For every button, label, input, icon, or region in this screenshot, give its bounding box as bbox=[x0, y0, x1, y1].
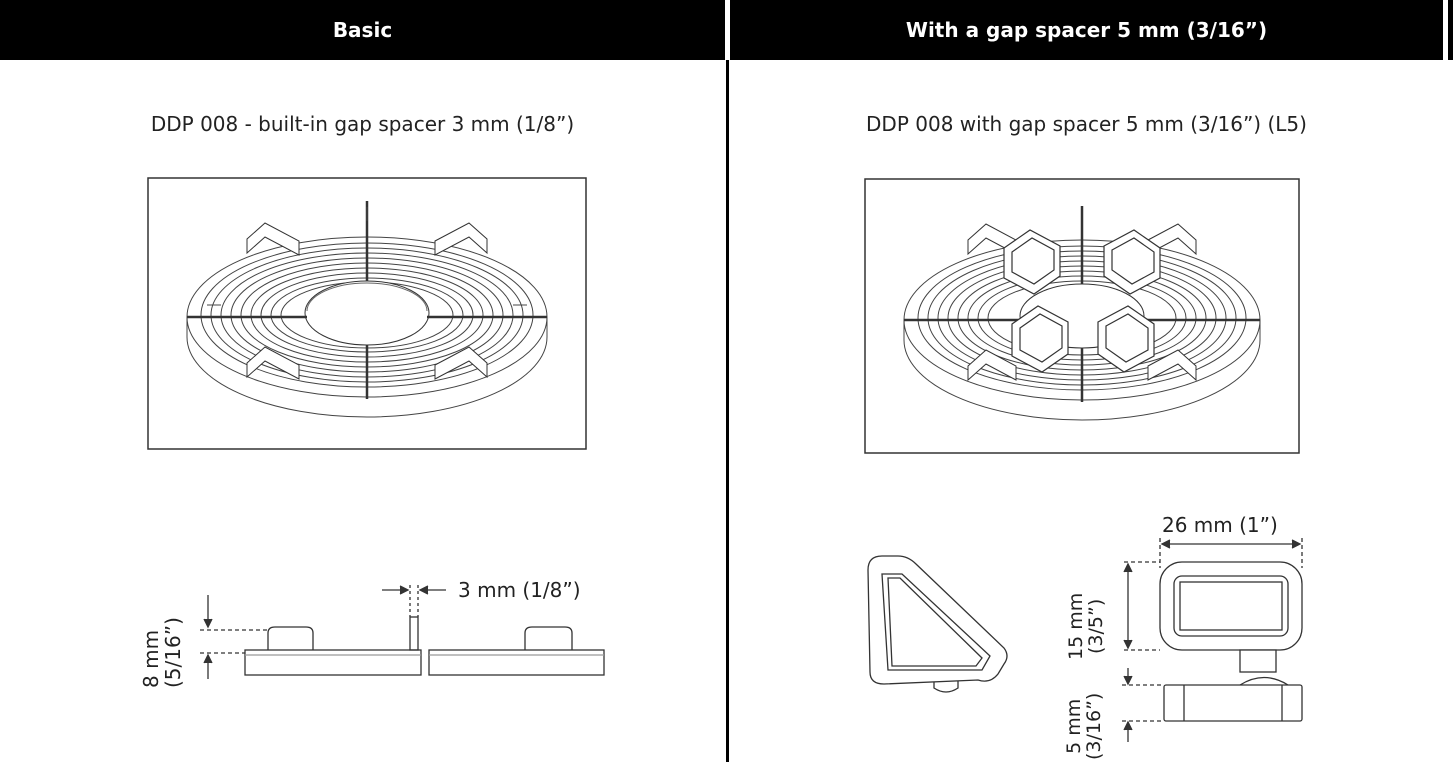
gap-spacer-isometric bbox=[867, 555, 1008, 693]
spacer-height-label: 15 mm bbox=[1065, 592, 1087, 660]
pedestal-spacer-illustration bbox=[864, 178, 1300, 454]
pedestal-basic-illustration bbox=[147, 177, 587, 450]
pedestal-basic-profile bbox=[200, 585, 605, 679]
caption-basic: DDP 008 - built-in gap spacer 3 mm (1/8”… bbox=[150, 112, 575, 136]
height-dimension-label: 8 mm bbox=[139, 629, 163, 688]
height-dimension-inch: (5/16”) bbox=[161, 617, 185, 688]
column-header-basic-label: Basic bbox=[332, 18, 393, 42]
gap-dimension-label: 3 mm (1/8”) bbox=[458, 578, 581, 602]
spacer-width-label: 26 mm (1”) bbox=[1162, 513, 1278, 537]
column-divider bbox=[726, 60, 729, 762]
column-header-basic: Basic bbox=[0, 0, 725, 60]
gap-spacer-dimension-views bbox=[1122, 538, 1303, 742]
column-header-spacer: With a gap spacer 5 mm (3/16”) bbox=[730, 0, 1443, 60]
header-edge bbox=[1448, 0, 1453, 60]
column-header-spacer-label: With a gap spacer 5 mm (3/16”) bbox=[905, 18, 1268, 42]
spacer-height-inch: (3/5”) bbox=[1085, 598, 1107, 655]
spacer-thickness-label: 5 mm bbox=[1063, 698, 1085, 754]
spacer-thickness-inch: (3/16”) bbox=[1083, 692, 1105, 760]
caption-spacer: DDP 008 with gap spacer 5 mm (3/16”) (L5… bbox=[866, 112, 1307, 136]
